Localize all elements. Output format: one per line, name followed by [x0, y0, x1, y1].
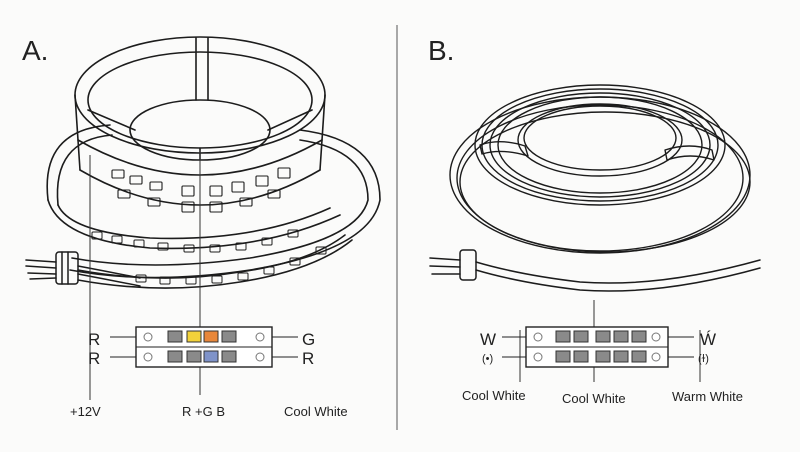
panel-b-label: B. — [428, 35, 454, 66]
pad-a-1 — [167, 330, 183, 343]
row2-left-label-b: (•) — [482, 353, 493, 365]
caption-right-b: Warm White — [672, 389, 743, 404]
pad-a-3 — [167, 350, 183, 363]
led-chips-reel — [111, 167, 291, 213]
pad-a-5 — [221, 350, 237, 363]
terminal-block-a — [110, 326, 298, 368]
caption-left-a: +12V — [70, 404, 101, 419]
caption-right-a: Cool White — [284, 404, 348, 419]
panel-b: B. — [428, 35, 761, 406]
caption-mid-b: Cool White — [562, 391, 626, 406]
led-chips-strip — [91, 229, 327, 285]
row2-right-label-a: R — [302, 349, 314, 368]
terminal-block-b — [502, 326, 694, 368]
panel-a: A. — [22, 35, 381, 419]
pad-a-4 — [186, 350, 202, 363]
chip-a-blue — [203, 350, 219, 363]
chip-a-yellow — [186, 330, 202, 343]
row1-right-label-b: Ẃ — [700, 330, 716, 349]
chip-a-orange — [203, 330, 219, 343]
caption-mid-a: R +G B — [182, 404, 225, 419]
led-strip-coil — [46, 36, 381, 289]
row1-left-label-a: R — [88, 330, 100, 349]
connector-plug-a — [25, 251, 141, 287]
pad-a-2 — [221, 330, 237, 343]
row2-left-label-a: R — [88, 349, 100, 368]
row1-right-label-a: G — [302, 330, 315, 349]
connector-plug-b — [429, 249, 761, 292]
panel-a-label: A. — [22, 35, 48, 66]
row2-right-label-b: (ɫ) — [698, 353, 709, 365]
row1-left-label-b: W — [480, 330, 496, 349]
cable-coil — [449, 84, 751, 254]
caption-left-b: Cool White — [462, 388, 526, 403]
